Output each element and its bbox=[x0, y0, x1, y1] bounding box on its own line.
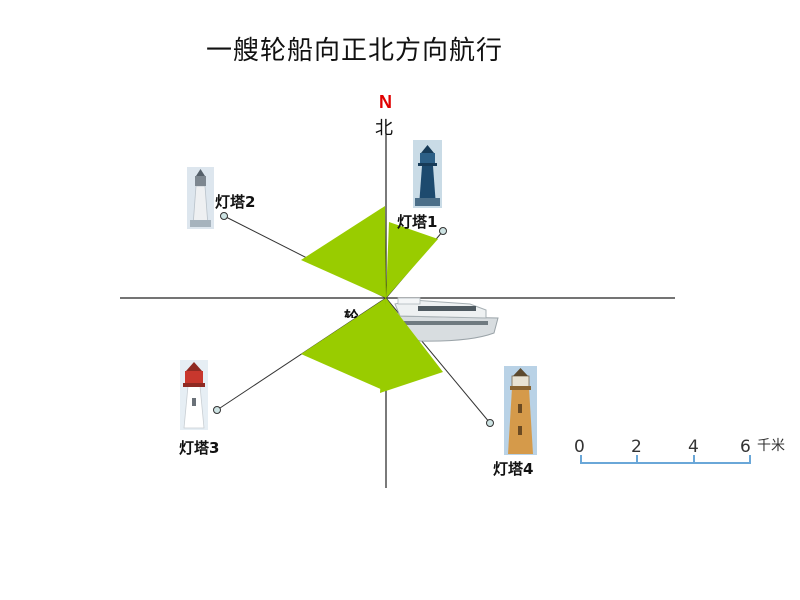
ship-icon bbox=[391, 297, 499, 342]
scale-tick-4: 4 bbox=[688, 437, 699, 457]
lighthouse-1-point bbox=[439, 227, 447, 235]
angle-sector-lighthouse-1 bbox=[386, 222, 438, 298]
scale-tick-6: 6 bbox=[740, 437, 751, 457]
lighthouse-2-label: 灯塔2 bbox=[215, 193, 256, 211]
ship-label: 轮船 bbox=[344, 308, 358, 318]
lighthouse-3-label: 灯塔3 bbox=[179, 439, 220, 457]
scale-tick-0: 0 bbox=[574, 437, 585, 457]
lighthouse-4-label: 灯塔4 bbox=[493, 460, 534, 478]
lighthouse-4-icon bbox=[504, 366, 537, 455]
lighthouse-3-point bbox=[213, 406, 221, 414]
north-letter: N bbox=[379, 92, 392, 112]
lighthouse-3-icon bbox=[180, 360, 208, 430]
lighthouse-4-point bbox=[486, 419, 494, 427]
lighthouse-2-icon bbox=[187, 167, 214, 229]
lighthouse-1-icon bbox=[413, 140, 442, 208]
page-title: 一艘轮船向正北方向航行 bbox=[206, 36, 504, 66]
lighthouse-1-label: 灯塔1 bbox=[397, 213, 438, 231]
scale-tick-2: 2 bbox=[631, 437, 642, 457]
angle-sector-lighthouse-4 bbox=[380, 298, 443, 393]
scale-unit: 千米 bbox=[757, 438, 785, 454]
angle-sector-lighthouse-2 bbox=[301, 206, 386, 298]
north-label: 北 bbox=[375, 118, 393, 139]
scale-bar: 0 2 4 6 千米 bbox=[574, 437, 785, 464]
angle-sector-lighthouse-3 bbox=[301, 298, 386, 391]
lighthouse-2-point bbox=[220, 212, 228, 220]
